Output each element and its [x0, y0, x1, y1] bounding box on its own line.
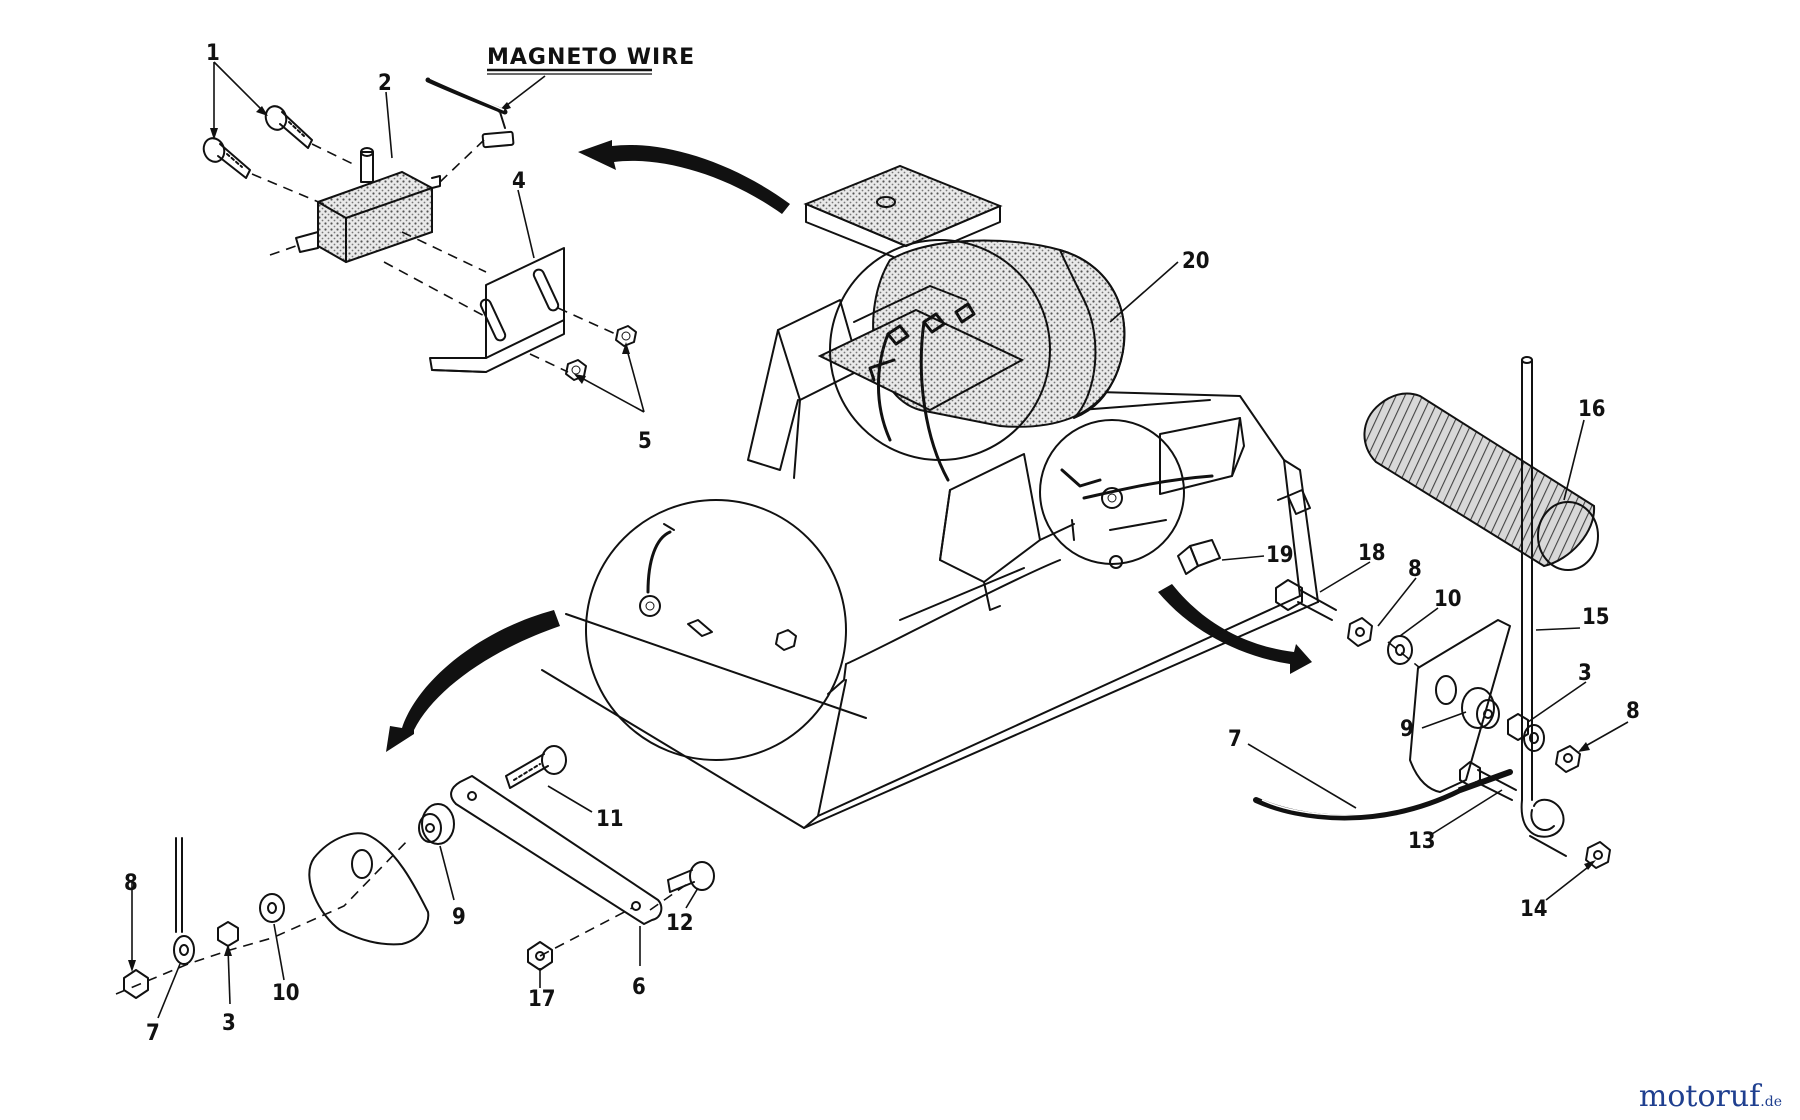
callout-18: 18	[1358, 541, 1386, 566]
callout-5: 5	[638, 429, 652, 454]
assembly-line-link-a	[539, 907, 633, 957]
knob-part-9-right	[1461, 687, 1500, 729]
callout-9-right: 9	[1400, 717, 1414, 742]
callout-9-left: 9	[452, 905, 466, 930]
callout-10-left: 10	[272, 981, 300, 1006]
assembly-line-switch-f	[383, 261, 489, 319]
nut-part-8-right	[1555, 745, 1581, 773]
ignition-coil-part-20	[803, 164, 1126, 428]
callout-6: 6	[632, 975, 646, 1000]
callout-7-left: 7	[146, 1021, 160, 1046]
control-rod-part-15	[1520, 356, 1567, 857]
switch-bracket-part-4	[429, 247, 565, 373]
watermark-logo: motoruf.de	[1639, 1079, 1782, 1114]
magneto-wire-title: MAGNETO WIRE	[487, 45, 695, 113]
lever-plate	[1387, 619, 1511, 793]
flow-arrow-left	[386, 610, 560, 752]
callout-labels: 1 2 4 5 20 16 18 8 10 19 15 3 8 9 7 13 1…	[124, 41, 1640, 1046]
washer-right	[1523, 724, 1545, 752]
callout-11: 11	[596, 807, 624, 832]
wire-clip-part-19	[1177, 489, 1311, 575]
nut-part-14	[1585, 841, 1611, 869]
assembly-line-switch-e	[401, 231, 487, 273]
callout-17: 17	[528, 987, 556, 1012]
bolt-part-18	[1275, 579, 1337, 621]
mounting-plate-left	[308, 832, 430, 946]
callout-1: 1	[206, 41, 220, 66]
switch-housing-right	[1039, 417, 1245, 569]
detail-circle-coil	[829, 239, 1051, 461]
callout-19: 19	[1266, 543, 1294, 568]
knob-part-9-left	[418, 803, 455, 845]
nut-part-3-right	[1507, 713, 1529, 741]
assembly-line-bracket-a	[557, 307, 621, 337]
assembly-line-link-c	[115, 837, 411, 995]
callout-15: 15	[1582, 605, 1610, 630]
assembly-line-switch-d	[439, 139, 485, 183]
watermark-suffix: .de	[1760, 1094, 1782, 1110]
callout-3-left: 3	[222, 1011, 236, 1036]
assembly-line-switch-a	[311, 143, 356, 166]
magneto-wire-label: MAGNETO WIRE	[487, 45, 695, 70]
assembly-line-bracket-b	[529, 353, 569, 373]
link-bar-part-6	[450, 775, 663, 925]
callout-12: 12	[666, 911, 694, 936]
callout-7-right: 7	[1228, 727, 1242, 752]
callout-14: 14	[1520, 897, 1548, 922]
nut-part-5-upper	[615, 325, 637, 347]
nut-part-3-left	[217, 921, 239, 947]
assembly-line-link-b	[649, 881, 691, 911]
handle-grip-part-16	[1363, 392, 1599, 571]
bolt-part-11	[505, 745, 567, 789]
callout-3-right: 3	[1578, 661, 1592, 686]
bolt-part-12	[667, 861, 715, 893]
detail-circle-left	[565, 499, 867, 761]
chassis-frame	[541, 459, 1319, 829]
washer-part-10-left	[259, 893, 285, 923]
control-cable-part-7-right	[1253, 769, 1513, 821]
callout-8-left: 8	[124, 871, 138, 896]
screw-part-1-upper	[264, 105, 313, 149]
callout-2: 2	[378, 71, 392, 96]
nut-part-8-left	[123, 969, 149, 999]
watermark-name: motoruf	[1638, 1079, 1761, 1114]
cable-eye-part-7-left	[173, 837, 195, 965]
callout-13: 13	[1408, 829, 1436, 854]
screw-part-1-lower	[202, 137, 251, 179]
callout-4: 4	[512, 169, 526, 194]
assembly-line-switch-c	[269, 245, 297, 256]
callout-10-upper: 10	[1434, 587, 1462, 612]
flow-arrow-right	[1158, 584, 1312, 674]
flow-arrow-top	[578, 140, 790, 214]
callout-16: 16	[1578, 397, 1606, 422]
washer-part-10-upper	[1387, 635, 1413, 665]
nut-part-8-upper	[1347, 617, 1373, 647]
callout-8-upper: 8	[1408, 557, 1422, 582]
leader-lines	[128, 61, 1629, 1019]
callout-20: 20	[1182, 249, 1210, 274]
assembly-line-switch-b	[251, 173, 329, 207]
magneto-wire-terminal	[425, 77, 515, 149]
callout-8-right: 8	[1626, 699, 1640, 724]
safety-switch-part-2	[295, 147, 441, 264]
nut-part-17	[527, 941, 553, 971]
coil-terminals	[868, 302, 976, 482]
